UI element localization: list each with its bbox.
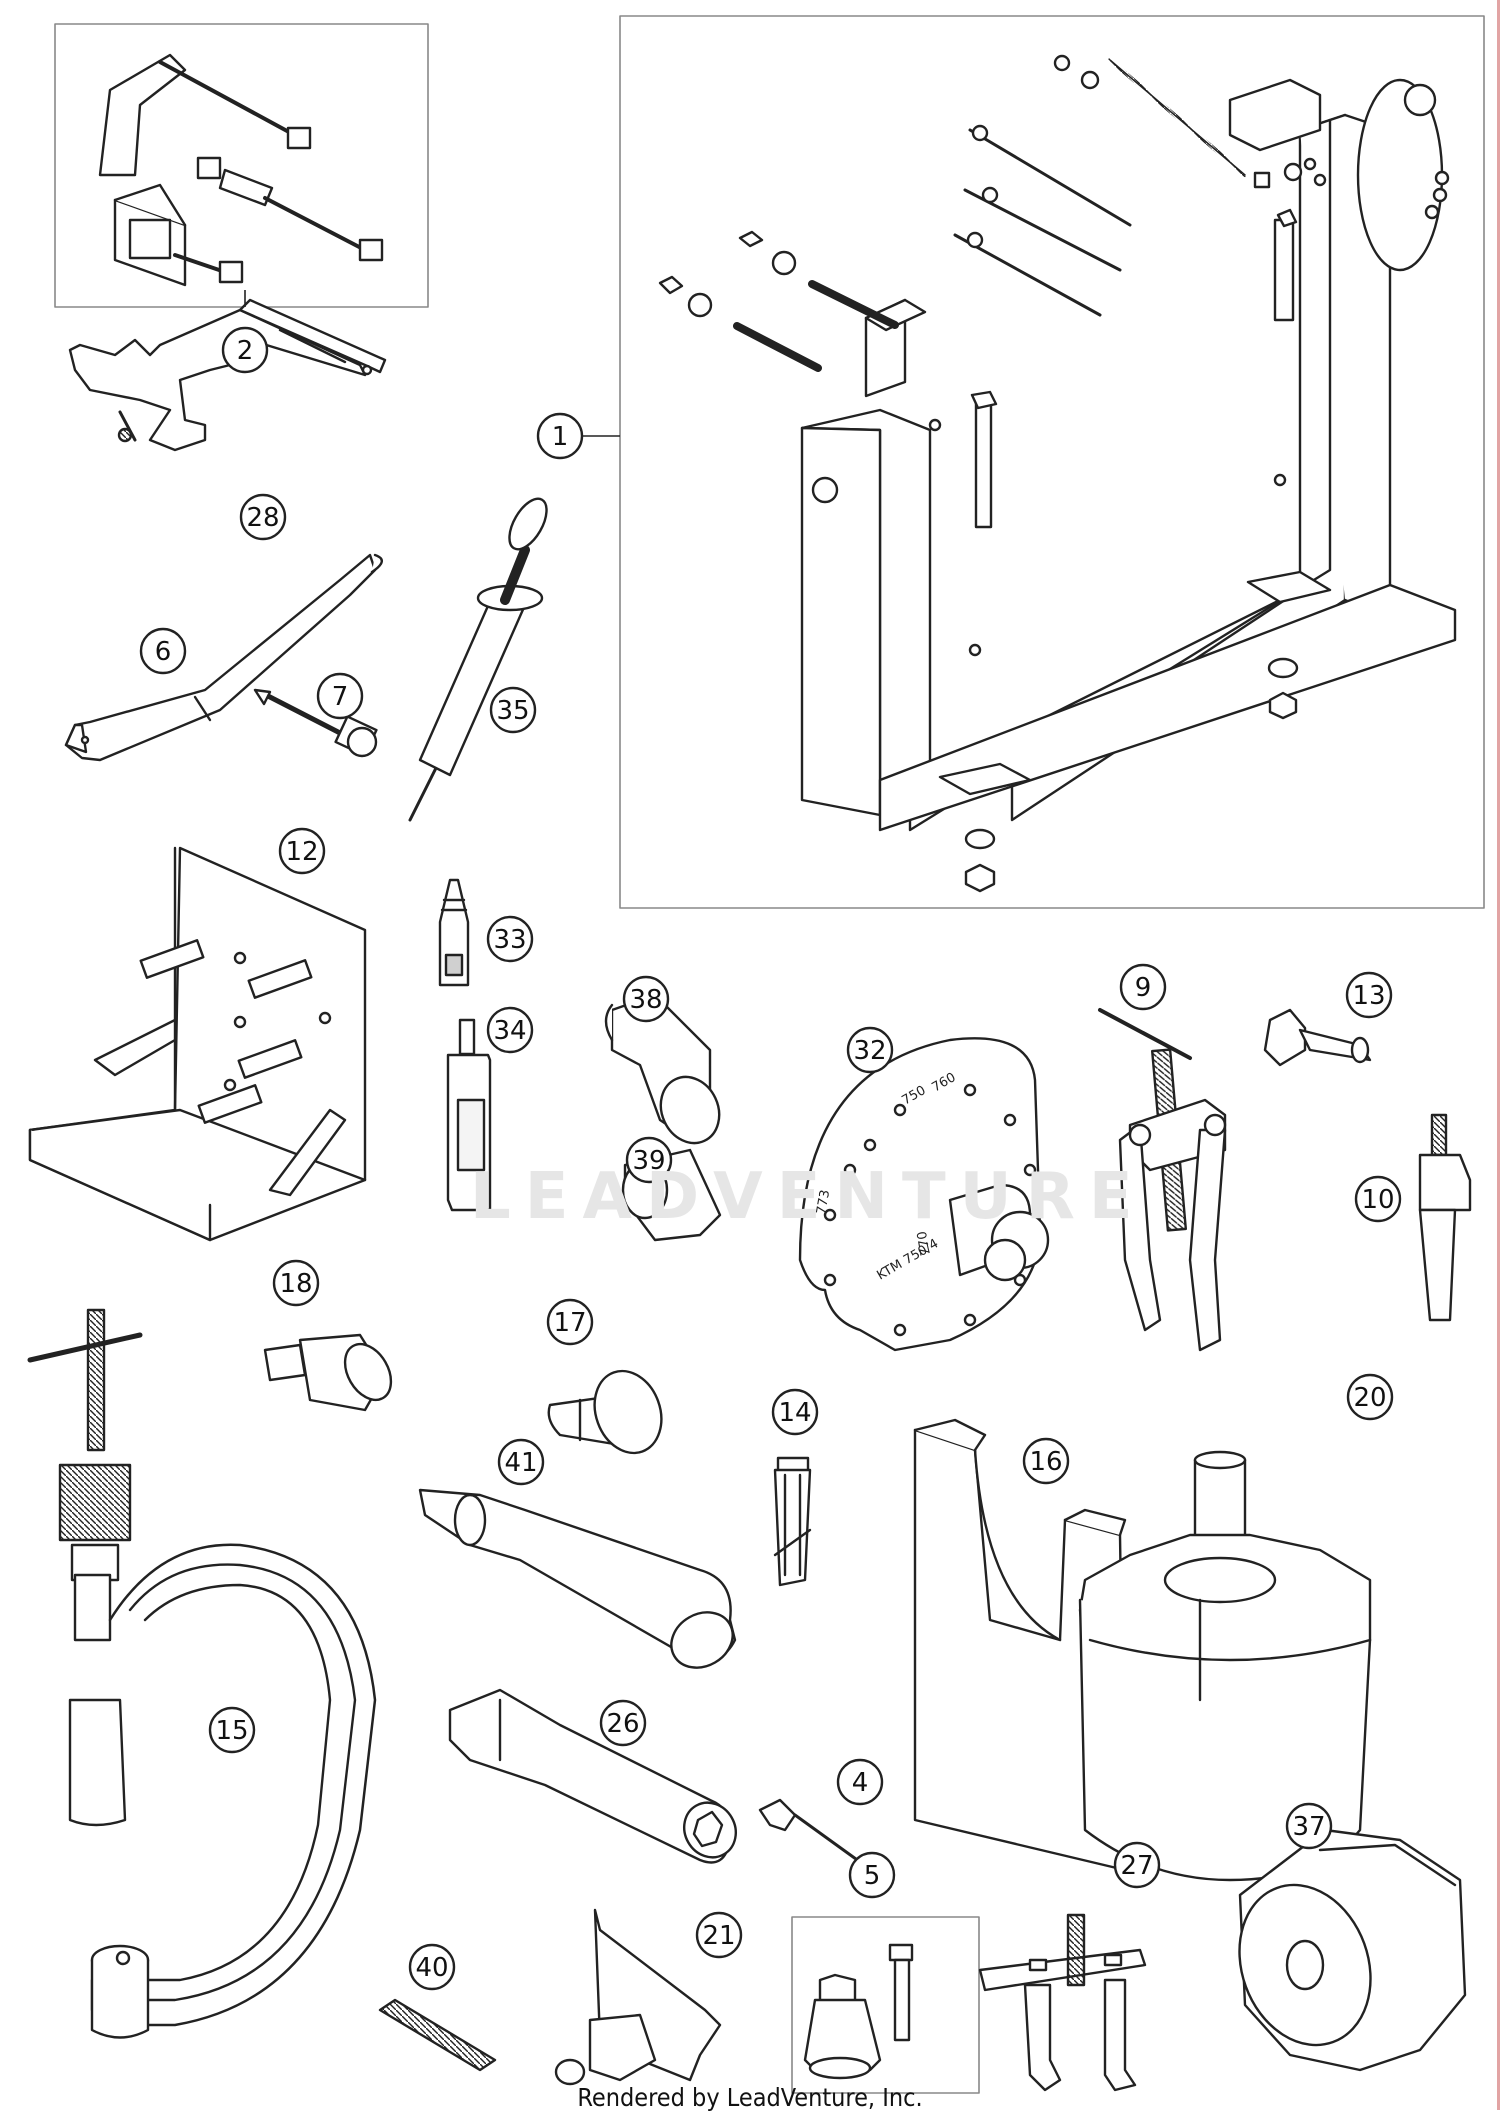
- callout-7: 7: [316, 672, 364, 720]
- callout-40: 40: [408, 1943, 456, 1991]
- part-18-adapter: [263, 1333, 393, 1412]
- callout-20: 20: [1346, 1373, 1394, 1421]
- part-14-tool: [773, 1456, 812, 1587]
- part-32-plate: [798, 1037, 1050, 1352]
- callout-33: 33: [486, 915, 534, 963]
- callout-26: 26: [599, 1699, 647, 1747]
- callout-21: 21: [695, 1911, 743, 1959]
- callout-label: 35: [496, 696, 529, 726]
- callout-layer: 1245679101213141516171820212627283233343…: [139, 326, 1402, 1991]
- callout-34: 34: [486, 1006, 534, 1054]
- callout-16: 16: [1022, 1437, 1070, 1485]
- callout-label: 6: [155, 637, 172, 667]
- callout-2: 2: [221, 326, 269, 374]
- part-35-syringe: [408, 497, 548, 822]
- part-1-engine-stand: [658, 54, 1457, 893]
- part-5-box: [791, 1916, 980, 2094]
- callout-35: 35: [489, 686, 537, 734]
- plate-32-mark: 773: [814, 1189, 833, 1216]
- callout-label: 21: [702, 1921, 735, 1951]
- callout-label: 27: [1120, 1851, 1153, 1881]
- part-21-tool: [554, 1908, 722, 2086]
- part-16-plate: [913, 1418, 1127, 1872]
- callout-label: 20: [1353, 1383, 1386, 1413]
- callout-label: 32: [853, 1036, 886, 1066]
- callout-label: 4: [852, 1768, 869, 1798]
- part-13-knob: [1263, 1008, 1372, 1067]
- part-26-socket: [448, 1688, 737, 1864]
- part-7-tool: [253, 688, 378, 758]
- callout-39: 39: [625, 1136, 673, 1184]
- part-15-clamp: [27, 1308, 377, 2039]
- callout-5: 5: [848, 1851, 896, 1899]
- part-37-cup: [1238, 1828, 1467, 2072]
- callout-4: 4: [836, 1758, 884, 1806]
- callout-label: 33: [493, 925, 526, 955]
- part-12-plate: [28, 846, 367, 1242]
- part-2-tool: [98, 53, 384, 287]
- callout-9: 9: [1119, 963, 1167, 1011]
- plate-32-mark: 770: [915, 1230, 934, 1257]
- callout-label: 15: [215, 1716, 248, 1746]
- callout-label: 1: [552, 422, 569, 452]
- callout-14: 14: [771, 1388, 819, 1436]
- callout-38: 38: [622, 975, 670, 1023]
- callout-label: 2: [237, 336, 254, 366]
- callout-37: 37: [1285, 1802, 1333, 1850]
- callout-label: 39: [632, 1146, 665, 1176]
- part-5-tool: [803, 1943, 914, 2080]
- callout-label: 41: [504, 1448, 537, 1478]
- callout-label: 14: [778, 1398, 811, 1428]
- callout-label: 10: [1361, 1185, 1394, 1215]
- part-28-tool: [68, 298, 387, 452]
- callout-32: 32: [846, 1026, 894, 1074]
- callout-1: 1: [536, 412, 584, 460]
- part-38-drift: [604, 993, 721, 1145]
- callout-28: 28: [239, 493, 287, 541]
- part-27-puller: [978, 1913, 1147, 2092]
- part-10-tool: [1418, 1113, 1472, 1322]
- footer-credit: Rendered by LeadVenture, Inc.: [577, 2083, 923, 2112]
- callout-15: 15: [208, 1706, 256, 1754]
- callout-label: 37: [1292, 1812, 1325, 1842]
- callout-label: 26: [606, 1709, 639, 1739]
- callout-18: 18: [272, 1259, 320, 1307]
- part-6-tool: [64, 553, 383, 762]
- callout-label: 12: [285, 837, 318, 867]
- callout-label: 9: [1135, 973, 1152, 1003]
- callout-label: 38: [629, 985, 662, 1015]
- callout-12: 12: [278, 827, 326, 875]
- callout-label: 16: [1029, 1447, 1062, 1477]
- callout-10: 10: [1354, 1175, 1402, 1223]
- callout-label: 18: [279, 1269, 312, 1299]
- callout-41: 41: [497, 1438, 545, 1486]
- part-40-stud: [378, 1998, 497, 2072]
- callout-label: 17: [553, 1308, 586, 1338]
- part-41-tool: [418, 1488, 737, 1669]
- callout-label: 5: [864, 1861, 881, 1891]
- callout-17: 17: [546, 1298, 594, 1346]
- callout-label: 7: [332, 682, 349, 712]
- callout-13: 13: [1345, 971, 1393, 1019]
- callout-label: 13: [1352, 981, 1385, 1011]
- part-9-puller: [1098, 1008, 1227, 1352]
- part-17-drift: [547, 1369, 663, 1455]
- part-20-press: [1078, 1450, 1372, 1882]
- callout-label: 34: [493, 1016, 526, 1046]
- part-1-box: [619, 15, 1485, 909]
- part-34-bottle: [446, 1018, 492, 1212]
- callout-label: 28: [246, 503, 279, 533]
- callout-6: 6: [139, 627, 187, 675]
- part-33-tube: [438, 878, 470, 987]
- right-edge-border: [1497, 0, 1500, 2110]
- callout-27: 27: [1113, 1841, 1161, 1889]
- callout-label: 40: [415, 1953, 448, 1983]
